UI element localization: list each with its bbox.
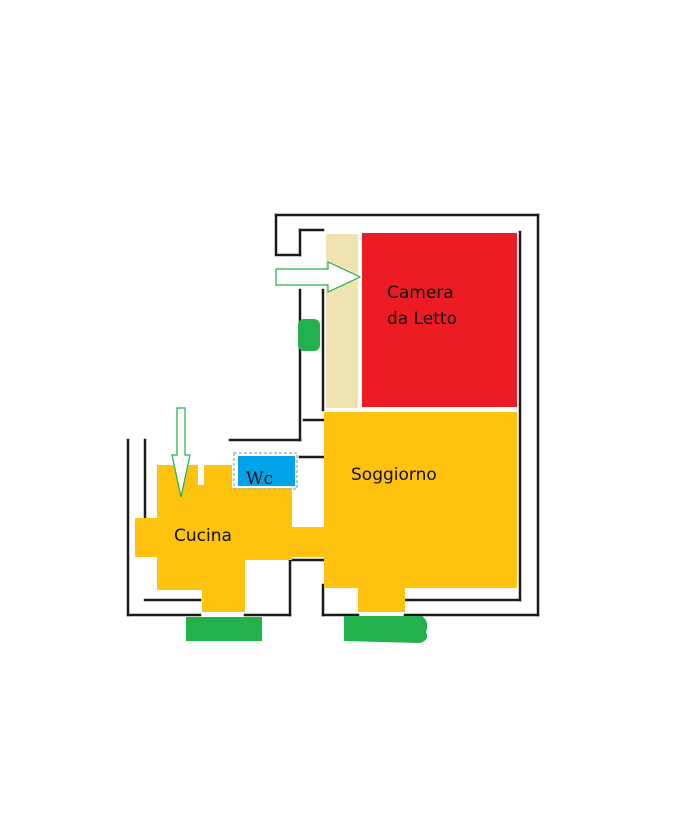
bedroom-label-line1: Camera xyxy=(387,283,454,303)
green-element-left xyxy=(298,319,320,351)
arrow-right-outline-icon xyxy=(275,261,362,293)
bedroom-label-line2: da Letto xyxy=(387,309,457,329)
corridor xyxy=(326,234,358,408)
kitchen-room xyxy=(135,465,292,612)
bedroom-room xyxy=(362,233,517,407)
green-element-bottom-right xyxy=(344,616,428,643)
walls xyxy=(126,213,540,617)
living-room-label: Soggiorno xyxy=(351,465,437,485)
wc-border xyxy=(233,452,298,490)
green-element-bottom-left xyxy=(186,617,262,641)
wc-label: Wc xyxy=(246,469,273,489)
living-room xyxy=(324,412,517,612)
kitchen-label: Cucina xyxy=(174,526,232,546)
passage xyxy=(290,527,326,557)
wc-room xyxy=(238,456,295,486)
arrow-down-outline-icon xyxy=(171,407,191,498)
